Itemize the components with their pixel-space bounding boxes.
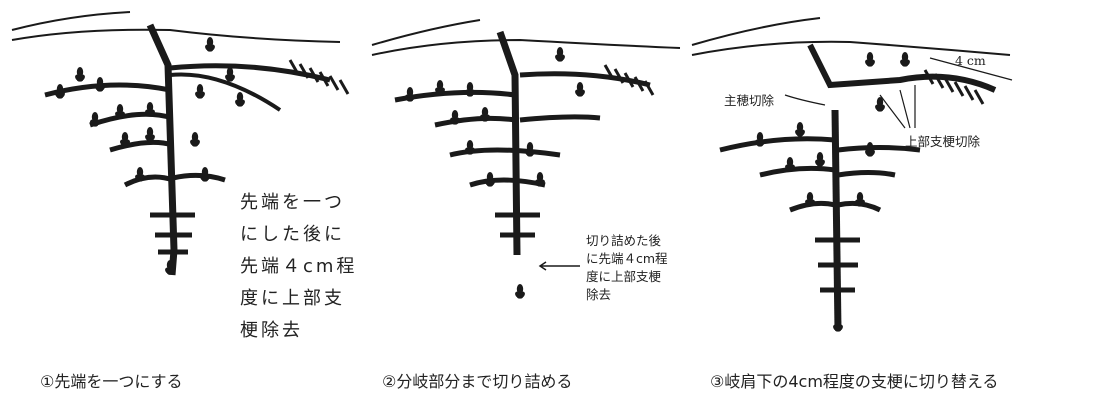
panel-1-note: 先端を一つ にした後に 先端４cm程 度に上部支 梗除去 xyxy=(240,192,358,341)
cane-2 xyxy=(371,19,481,46)
caption-step-3: ③岐肩下の4cm程度の支梗に切り替える xyxy=(710,372,999,391)
main-rachis-3 xyxy=(831,109,842,331)
label-main-cluster-removal: 主穂切除 xyxy=(724,93,775,108)
pointer-arrow-2 xyxy=(538,261,580,271)
pointer-lines xyxy=(784,85,916,129)
cane-3 xyxy=(691,17,821,46)
caption-step-2: ②分岐部分まで切り詰める xyxy=(382,372,573,391)
main-rachis-2 xyxy=(496,30,521,256)
cane-1 xyxy=(11,11,131,31)
shoulder-branch-3 xyxy=(807,43,997,93)
main-rachis-1 xyxy=(146,23,178,276)
label-upper-branch-removal: 上部支梗切除 xyxy=(905,134,981,149)
label-4cm: 4 cm xyxy=(955,53,986,68)
panel-2-note: 切り詰めた後 に先端４cm程 度に上部支梗 除去 xyxy=(586,233,668,302)
measure-bracket xyxy=(929,57,1013,81)
caption-step-1: ①先端を一つにする xyxy=(40,372,183,391)
panel-2-cluster xyxy=(371,19,681,301)
panel-3-cluster xyxy=(691,17,1013,334)
panel-1-cluster xyxy=(11,11,350,277)
